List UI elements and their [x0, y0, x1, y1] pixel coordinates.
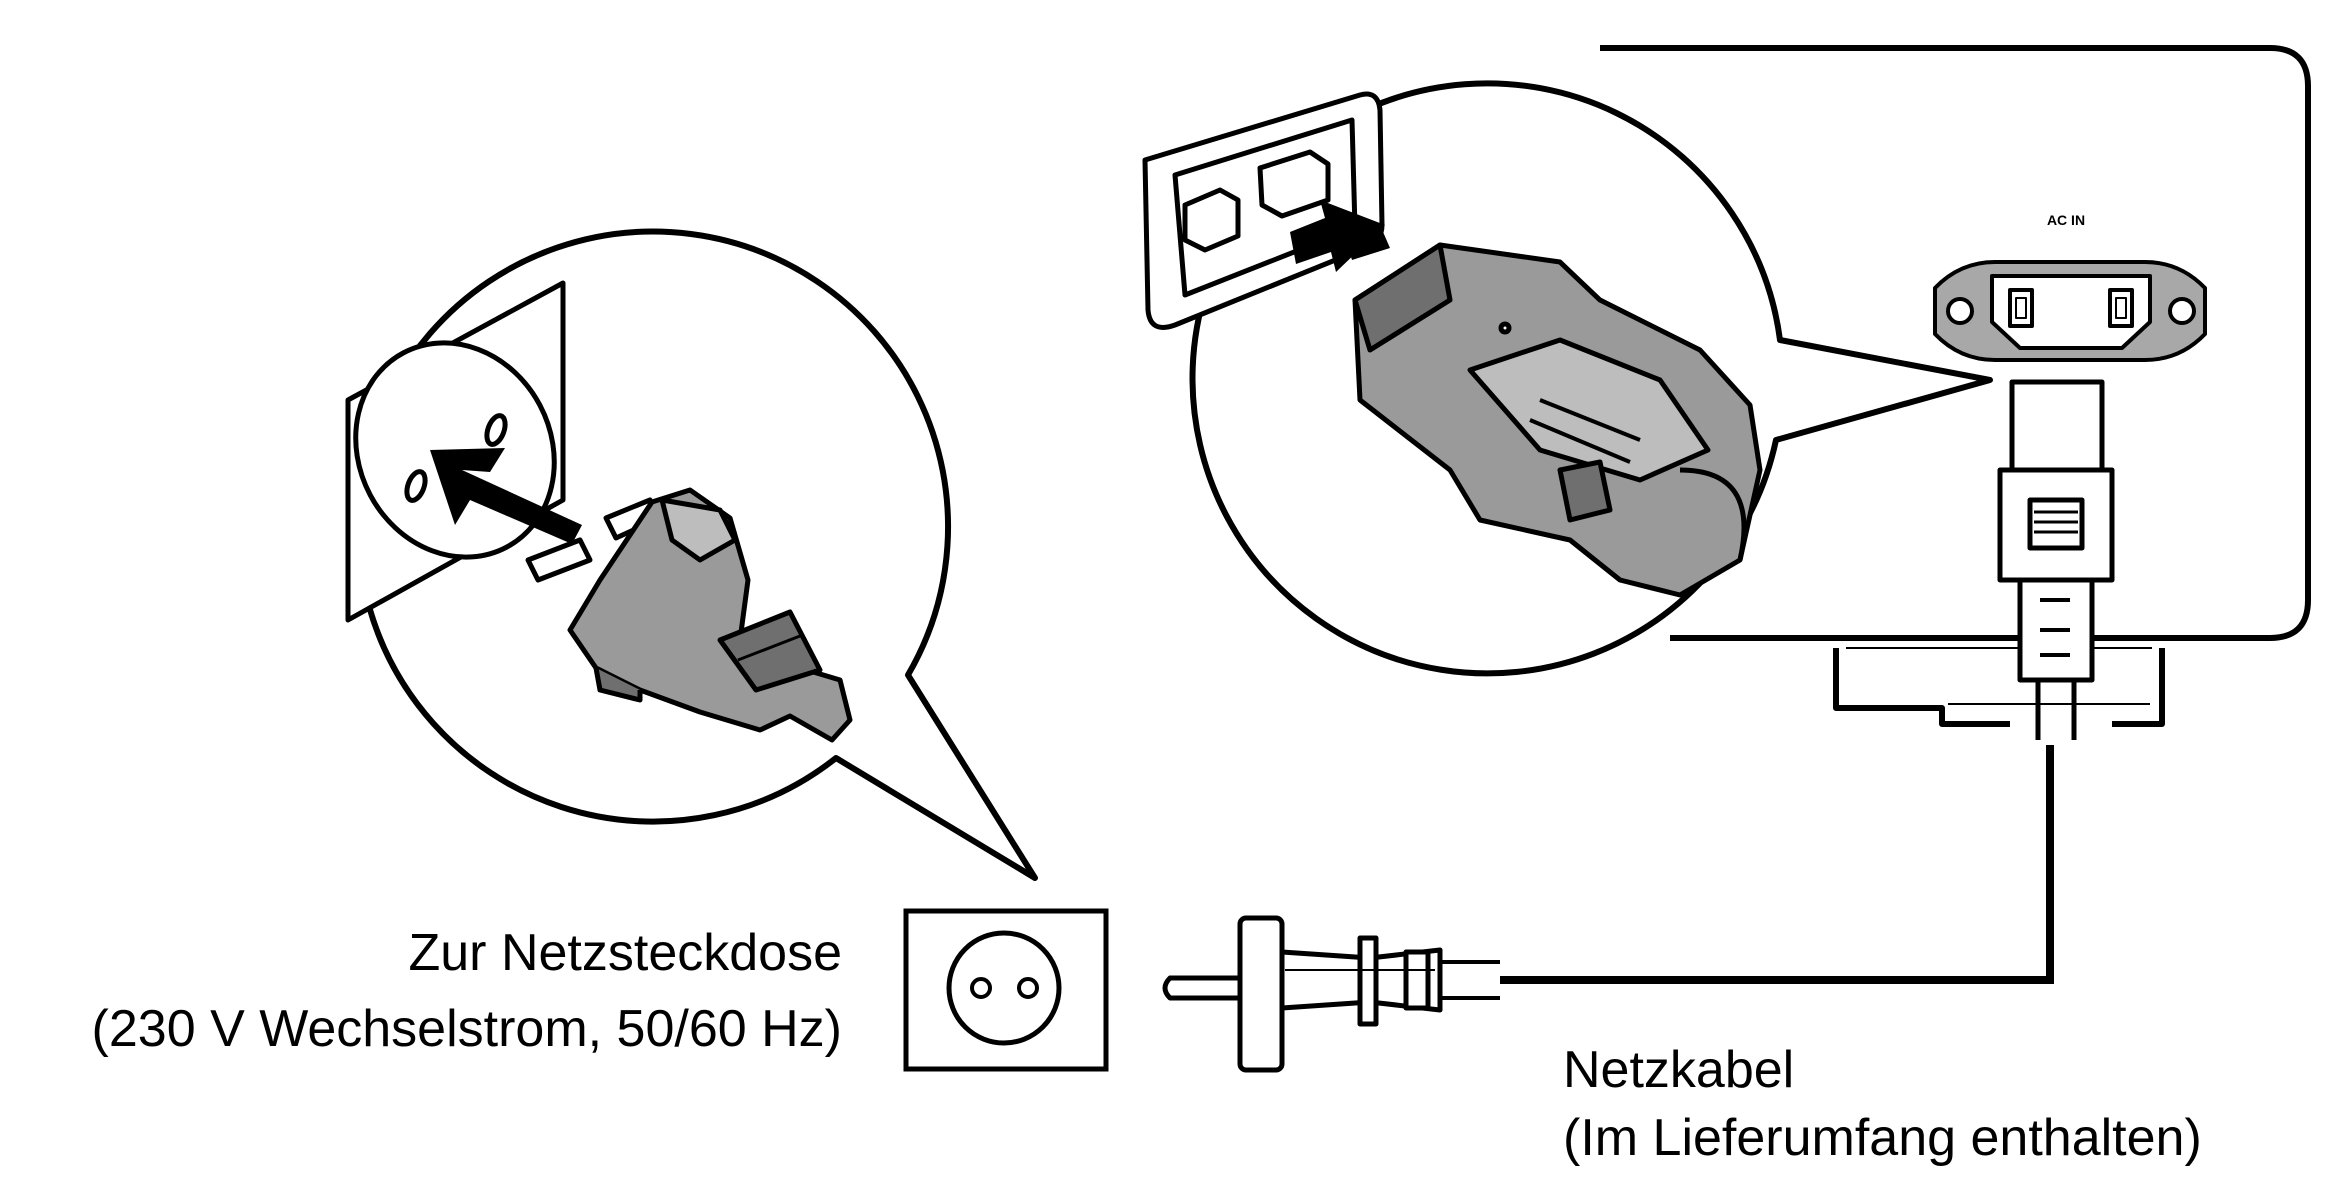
insert-arrow-icon: [1290, 200, 1390, 272]
schuko-plug-zoom-icon: [525, 487, 853, 743]
outlet-label-line2: (230 V Wechselstrom, 50/60 Hz): [91, 1000, 842, 1058]
iec-connector-zoom-icon: [1352, 242, 1763, 598]
cable-label-line1: Netzkabel: [1563, 1041, 1795, 1099]
inlet-zoom-icon: [1142, 91, 1385, 330]
outlet-label-line1: Zur Netzsteckdose: [408, 924, 843, 982]
device-rear-panel: [1600, 45, 2311, 727]
ac-inlet-icon: [1933, 260, 2207, 362]
power-cable: [1440, 680, 2077, 1000]
iec-connector-icon: [1997, 379, 2115, 683]
schuko-plug-small-icon: [1162, 915, 1443, 1073]
ac-in-label: AC IN: [2047, 212, 2085, 228]
cable-label-line2: (Im Lieferumfang enthalten): [1563, 1109, 2202, 1167]
wall-socket-icon: [903, 908, 1109, 1072]
insert-arrow-icon: [430, 448, 582, 544]
